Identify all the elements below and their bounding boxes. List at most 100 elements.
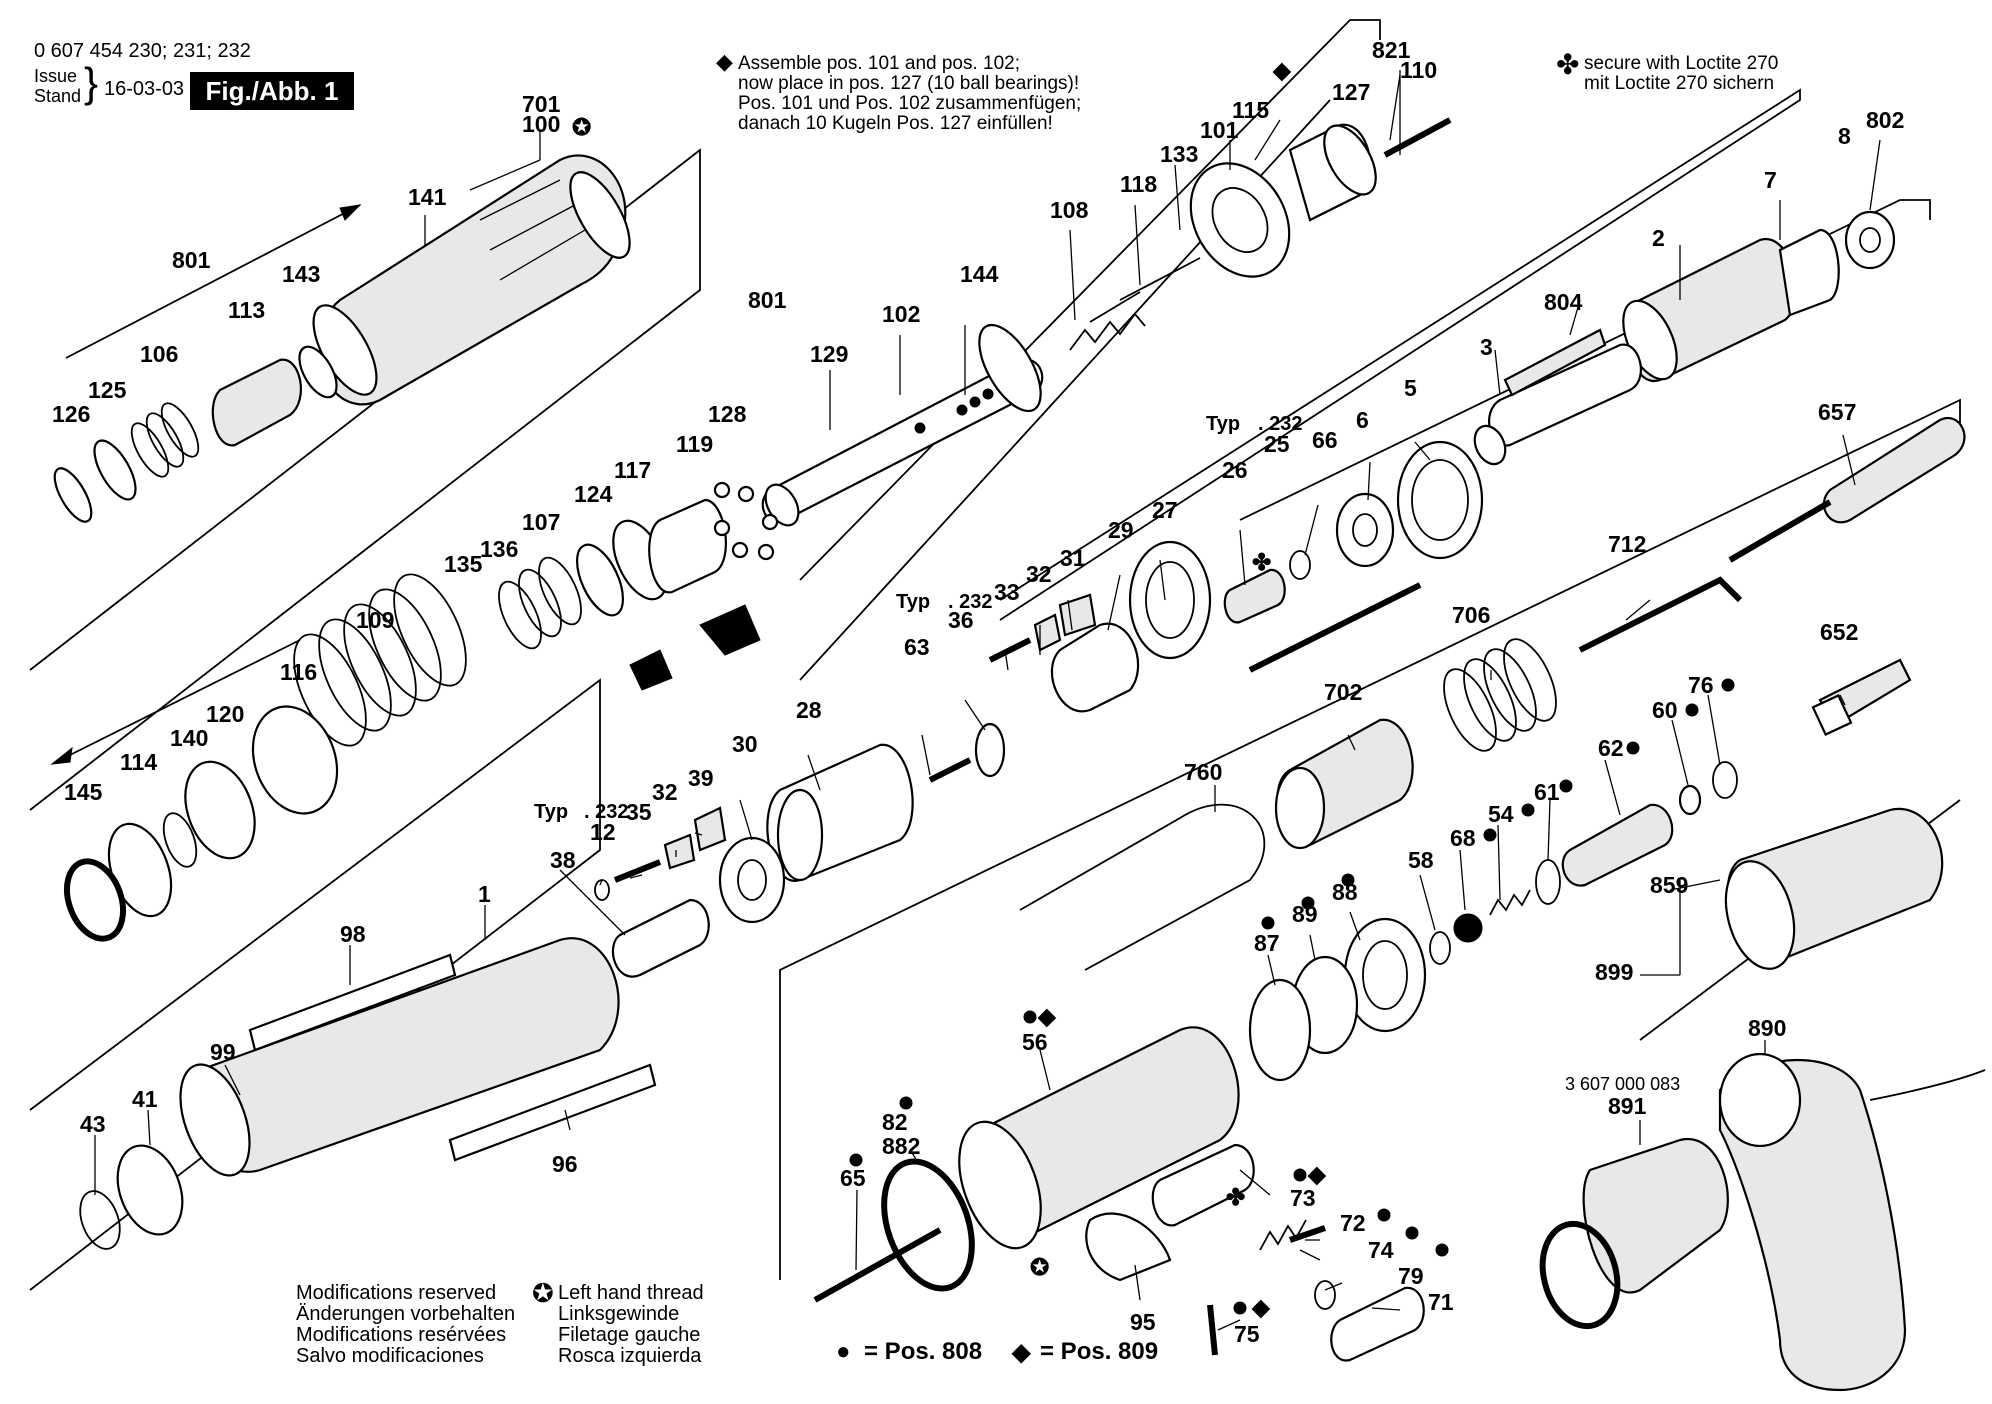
wire-760	[1019, 803, 1266, 971]
part-label-124: 124	[574, 481, 613, 507]
part-label-72: 72	[1340, 1210, 1366, 1236]
modifications-line-2: Änderungen vorbehalten	[296, 1303, 516, 1325]
modifications-line-3: Modifications resérvées	[296, 1324, 507, 1346]
pin-33	[988, 637, 1032, 663]
part-label-61: 61	[1534, 779, 1560, 805]
part-label-101: 101	[1200, 117, 1239, 143]
washer-60	[1678, 784, 1702, 816]
part-label-119: 119	[676, 431, 713, 457]
part-label-141: 141	[408, 184, 447, 210]
ring-124	[576, 543, 624, 617]
oring-79	[1314, 1280, 1336, 1310]
nipple-62	[1561, 803, 1674, 887]
typ-labels: Typ . 232 Typ . 232 Typ . 232	[534, 413, 1302, 823]
part-label-890: 890	[1748, 1015, 1786, 1041]
part-label-89: 89	[1292, 901, 1318, 927]
housing-1	[179, 937, 620, 1177]
part-label-3: 3	[1480, 334, 1493, 360]
part-labels: 7011001418011431131061251268211101271151…	[52, 37, 1904, 1347]
part-label-100: 100	[522, 111, 560, 137]
part-label-712: 712	[1608, 531, 1646, 557]
part-label-143: 143	[282, 261, 320, 287]
left-hand-line-2: Linksgewinde	[558, 1303, 680, 1325]
piston-119	[648, 498, 727, 594]
pin-75	[1207, 1304, 1218, 1356]
left-hand-line-1: Left hand thread	[558, 1282, 704, 1304]
part-label-99: 99	[210, 1039, 236, 1065]
part-label-32: 32	[652, 779, 678, 805]
exhaust-859	[1724, 807, 1944, 970]
part-label-87: 87	[1254, 930, 1280, 956]
part-label-117: 117	[614, 457, 651, 483]
dot-icon	[1405, 1226, 1419, 1240]
sleeve-702	[1274, 718, 1414, 850]
part-label-802: 802	[1866, 107, 1904, 133]
vane-804	[1503, 328, 1607, 397]
part-label-12: 12	[590, 819, 616, 845]
part-label-8: 8	[1838, 123, 1851, 149]
club-icon: ✤	[1252, 549, 1271, 575]
pin-66	[1248, 582, 1422, 673]
part-label-76: 76	[1688, 672, 1714, 698]
club-icon: ✤	[1226, 1184, 1245, 1210]
dot-icon	[1261, 916, 1275, 930]
part-label-41: 41	[132, 1086, 158, 1112]
dot-icon	[1626, 741, 1640, 755]
part-label-702: 702	[1324, 679, 1362, 705]
screwdriver-657	[1728, 416, 1966, 563]
carrier-29	[1050, 622, 1140, 713]
hex-key-712	[1578, 576, 1743, 653]
handle-890	[1718, 1052, 1986, 1392]
pos-809-label: = Pos. 809	[1040, 1338, 1159, 1365]
issue-date: 16-03-03	[104, 78, 185, 100]
part-label-115: 115	[1232, 97, 1269, 123]
part-label-74: 74	[1368, 1237, 1394, 1263]
part-label-35: 35	[626, 799, 652, 825]
typ-variant-1: . 232	[1258, 413, 1302, 435]
part-label-88: 88	[1332, 879, 1358, 905]
dot-icon	[1721, 678, 1735, 692]
part-label-2: 2	[1652, 225, 1665, 251]
sleeve-30	[718, 836, 786, 924]
shaft-102	[761, 323, 1044, 527]
part-label-120: 120	[206, 701, 244, 727]
diamond-icon: ◆	[1037, 1003, 1057, 1029]
oring-145	[63, 858, 127, 942]
part-label-68: 68	[1450, 825, 1476, 851]
plug-71	[1330, 1286, 1425, 1362]
leader-lines	[94, 70, 1881, 1331]
part-label-32: 32	[1026, 561, 1052, 587]
part-label-652: 652	[1820, 619, 1858, 645]
shape-icon-b	[629, 649, 673, 691]
washer-36	[974, 722, 1006, 778]
bearing-8	[1844, 210, 1896, 270]
dot-icon	[849, 1153, 863, 1167]
star-icon: ✪	[1030, 1254, 1050, 1280]
gear-26	[1223, 568, 1286, 624]
left-hand-line-3: Filetage gauche	[558, 1324, 701, 1346]
dot-icon	[1435, 1243, 1449, 1257]
part-label-60: 60	[1652, 697, 1678, 723]
part-label-56: 56	[1022, 1029, 1048, 1055]
gear-39	[693, 806, 727, 852]
pin-821	[1383, 117, 1452, 158]
typ-variant-3: . 232	[584, 801, 628, 823]
planet-gear-32	[1033, 613, 1062, 652]
part-label-71: 71	[1428, 1289, 1454, 1315]
part-label-657: 657	[1818, 399, 1856, 425]
part-label-106: 106	[140, 341, 178, 367]
spring-54	[1489, 889, 1531, 916]
part-label-58: 58	[1408, 847, 1434, 873]
assembly-note-line-1: Assemble pos. 101 and pos. 102;	[738, 53, 1021, 74]
modifications-line-1: Modifications reserved	[296, 1282, 497, 1304]
dot-icon	[1301, 896, 1315, 910]
part-label-113: 113	[228, 297, 265, 323]
part-label-27: 27	[1152, 497, 1178, 523]
balls-128	[713, 481, 779, 561]
ball-68	[1453, 913, 1483, 943]
club-icon: ✤	[1556, 49, 1580, 80]
part-label-882: 882	[882, 1133, 920, 1159]
part-label-701: 701	[522, 91, 561, 117]
part-label-129: 129	[810, 341, 848, 367]
typ-variant-2: . 232	[948, 591, 992, 613]
